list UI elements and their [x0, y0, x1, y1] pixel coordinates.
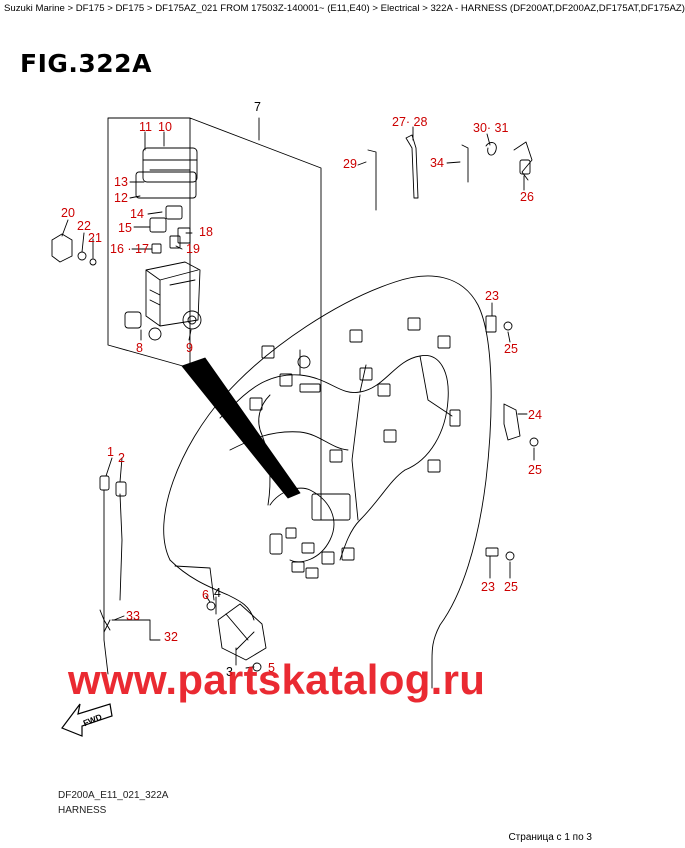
callouts: 7 11 10 13 12 14 15 18 16 · 17 19 8 9 20…: [61, 100, 542, 679]
callout-30-31[interactable]: 30· 31: [473, 121, 508, 135]
bolt-25-mid: [529, 437, 539, 447]
breadcrumb-item-current: 322A - HARNESS (DF200AT,DF200AZ,DF175AT,…: [430, 3, 685, 14]
callout-11[interactable]: 11: [139, 120, 152, 134]
bolt-6: [206, 601, 216, 611]
breadcrumb-item-electrical[interactable]: Electrical: [380, 3, 420, 14]
breadcrumb-separator: >: [369, 3, 381, 14]
callout-15[interactable]: 15: [118, 221, 132, 235]
tie-27: [405, 134, 419, 199]
harness-branch-7: [299, 349, 367, 393]
fuse-box-body: [145, 261, 201, 327]
clip-23-top: [485, 315, 497, 333]
pointer-arrow: [181, 357, 301, 499]
harness-branch-2: [269, 487, 335, 563]
callout-7[interactable]: 7: [254, 100, 261, 114]
grommet-8: [124, 311, 142, 329]
clip-30: [485, 142, 497, 156]
breadcrumb-separator: >: [144, 3, 156, 14]
fuse-18: [177, 227, 191, 244]
footer-code: DF200A_E11_021_322A: [58, 790, 169, 801]
engine-cover-outline: [163, 275, 492, 689]
callout-34[interactable]: 34: [430, 156, 444, 170]
relay-14: [165, 205, 183, 220]
watermark: www.partskatalog.ru: [68, 656, 486, 703]
pager: Страница с 1 по 3: [508, 832, 592, 843]
callout-22[interactable]: 22: [77, 219, 91, 233]
component-panel: [107, 117, 322, 521]
tie-29: [367, 149, 377, 211]
harness-branch-4: [339, 469, 406, 561]
harness-branch-3: [351, 394, 361, 521]
engine-cover-base: [169, 559, 255, 621]
bracket-24: [503, 403, 521, 441]
terminal-1: [99, 475, 110, 491]
breadcrumb-item-model[interactable]: DF175AZ_021 FROM 17503Z-140001~ (E11,E40…: [155, 3, 370, 14]
callout-32[interactable]: 32: [164, 630, 178, 644]
callout-26[interactable]: 26: [520, 190, 534, 204]
bolt-22: [77, 251, 87, 261]
callout-18[interactable]: 18: [199, 225, 213, 239]
callout-24[interactable]: 24: [528, 408, 542, 422]
breadcrumb-separator: >: [104, 3, 116, 14]
nut-21: [89, 258, 97, 266]
bolt-25-top: [503, 321, 513, 331]
fuse-16: [151, 243, 162, 254]
callout-23-bottom[interactable]: 23: [481, 580, 495, 594]
bolt-25-bottom: [505, 551, 515, 561]
callout-4[interactable]: 4: [214, 586, 221, 600]
fuse-cover: [142, 147, 198, 183]
callout-10[interactable]: 10: [158, 120, 172, 134]
callout-9[interactable]: 9: [186, 341, 193, 355]
callout-20[interactable]: 20: [61, 206, 75, 220]
footer-name: HARNESS: [58, 805, 107, 816]
callout-25-bottom[interactable]: 25: [504, 580, 518, 594]
engine-cover-flap: [174, 565, 215, 601]
breadcrumb-item-suzuki-marine[interactable]: Suzuki Marine: [4, 3, 65, 14]
parts-diagram: FWD 7 11 10 13 12 14 15 18 16 · 17 19 8 …: [51, 100, 542, 737]
clip-23-bottom: [485, 547, 499, 557]
callout-3[interactable]: 3: [226, 665, 233, 679]
callout-16-17[interactable]: 16 · 17: [110, 242, 149, 256]
tie-34: [461, 144, 469, 183]
relay-15: [149, 217, 167, 233]
callout-29[interactable]: 29: [343, 157, 357, 171]
bracket-26: [513, 141, 533, 181]
callout-2[interactable]: 2: [118, 451, 125, 465]
callout-1[interactable]: 1: [107, 445, 114, 459]
fuse-cover-seal: [135, 171, 197, 199]
harness-branch-1: [229, 431, 349, 451]
callout-8[interactable]: 8: [136, 341, 143, 355]
terminal-2: [115, 481, 127, 497]
callout-25-mid[interactable]: 25: [528, 463, 542, 477]
harness-branch-5: [419, 355, 453, 417]
callout-12[interactable]: 12: [114, 191, 128, 205]
breadcrumb: Suzuki Marine > DF175 > DF175 > DF175AZ_…: [4, 3, 685, 14]
figure-title: FIG.322A: [20, 49, 152, 78]
cap-9: [182, 310, 202, 330]
callout-23-top[interactable]: 23: [485, 289, 499, 303]
callout-5[interactable]: 5: [268, 661, 275, 675]
callout-13[interactable]: 13: [114, 175, 128, 189]
cap-20: [51, 233, 73, 263]
breadcrumb-item-df175-1[interactable]: DF175: [75, 3, 105, 14]
ecu-box: [311, 493, 351, 521]
cable-2: [119, 493, 123, 601]
callout-25-top[interactable]: 25: [504, 342, 518, 356]
callout-33[interactable]: 33: [126, 609, 140, 623]
callout-14[interactable]: 14: [130, 207, 144, 221]
callout-21[interactable]: 21: [88, 231, 102, 245]
fuse-19: [169, 235, 181, 249]
fwd-arrow: FWD: [61, 703, 113, 737]
callout-6[interactable]: 6: [202, 588, 209, 602]
breadcrumb-separator: >: [64, 3, 76, 14]
callout-27-28[interactable]: 27· 28: [392, 115, 427, 129]
breadcrumb-item-df175-2[interactable]: DF175: [115, 3, 145, 14]
cable-1: [103, 489, 109, 675]
breadcrumb-separator: >: [419, 3, 431, 14]
callout-19[interactable]: 19: [186, 242, 200, 256]
bracket-4: [217, 603, 267, 661]
grommet-8-ring: [148, 327, 162, 341]
